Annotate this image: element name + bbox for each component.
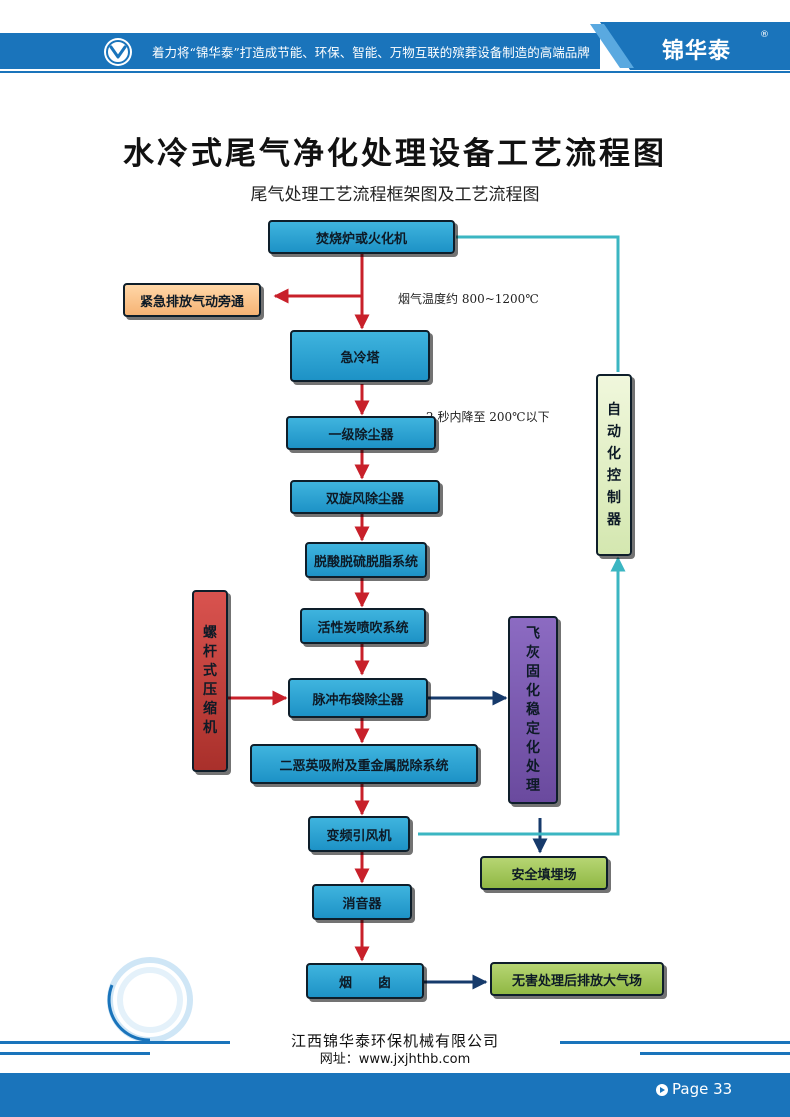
box-landfill: 安全填埋场 (480, 856, 608, 890)
controller-char: 化 (607, 446, 621, 462)
screw-press-char: 杆 (203, 644, 217, 660)
controller-char: 器 (607, 512, 621, 528)
brand-name: 锦华泰 (662, 39, 732, 64)
header-slogan: 着力将“锦华泰”打造成节能、环保、智能、万物互联的殡葬设备制造的高端品牌 (152, 45, 590, 60)
box-desulfurization: 脱酸脱硫脱脂系统 (305, 542, 427, 578)
box-quench-tower: 急冷塔 (290, 330, 430, 382)
fly-ash-char: 处 (526, 758, 540, 775)
fly-ash-char: 稳 (526, 701, 540, 718)
controller-char: 动 (607, 424, 621, 440)
registered-mark: ® (760, 30, 769, 40)
screw-press-char: 机 (203, 720, 217, 736)
box-chimney: 烟 囱 (306, 963, 424, 999)
box-screw-press: 螺 杆 式 压 缩 机 (192, 590, 228, 772)
box-induced-fan: 变频引风机 (308, 816, 410, 852)
header-bar (0, 33, 600, 69)
control-line-fan (418, 556, 626, 836)
box-bypass: 紧急排放气动旁通 (123, 283, 261, 317)
control-line-incinerator (456, 235, 620, 372)
fly-ash-char: 化 (526, 739, 540, 756)
header-tail-shape (590, 22, 790, 70)
fly-ash-char: 飞 (526, 625, 540, 642)
note-temperature: 烟气温度约 800~1200℃ (398, 292, 539, 306)
footer-decoration (0, 957, 790, 1055)
note-cooling: 2 秒内降至 200℃以下 (426, 410, 550, 424)
fly-ash-char: 化 (526, 682, 540, 699)
box-primary-dust: 一级除尘器 (286, 416, 436, 450)
fly-ash-char: 定 (526, 720, 540, 737)
fly-ash-char: 理 (526, 777, 540, 794)
header-underline (0, 71, 790, 73)
box-fly-ash-treatment: 飞 灰 固 化 稳 定 化 处 理 (508, 616, 558, 804)
controller-char: 自 (607, 402, 621, 418)
box-silencer: 消音器 (312, 884, 412, 920)
footer-bar (0, 1073, 790, 1117)
box-incinerator: 焚烧炉或火化机 (268, 220, 455, 254)
box-auto-controller: 自 动 化 控 制 器 (596, 374, 632, 556)
company-website: 网址：www.jxjhthb.com (319, 1052, 471, 1067)
box-carbon-spray: 活性炭喷吹系统 (300, 608, 426, 644)
page-subtitle: 尾气处理工艺流程框架图及工艺流程图 (250, 185, 540, 205)
box-dioxin-removal: 二恶英吸附及重金属脱除系统 (250, 744, 478, 784)
controller-char: 控 (607, 468, 621, 484)
controller-char: 制 (607, 490, 621, 506)
box-discharge: 无害处理后排放大气场 (490, 962, 664, 996)
fly-ash-char: 灰 (526, 644, 540, 661)
box-pulse-bag-filter: 脉冲布袋除尘器 (288, 678, 428, 718)
page-title: 水冷式尾气净化处理设备工艺流程图 (123, 136, 667, 172)
company-name: 江西锦华泰环保机械有限公司 (290, 1032, 499, 1050)
fly-ash-char: 固 (526, 663, 540, 680)
screw-press-char: 式 (203, 663, 217, 679)
screw-press-char: 缩 (203, 701, 217, 717)
screw-press-char: 螺 (203, 625, 217, 641)
page-number: Page 33 (672, 1080, 733, 1098)
screw-press-char: 压 (203, 682, 217, 698)
page-arrow-icon (656, 1084, 668, 1096)
box-cyclone-dust: 双旋风除尘器 (290, 480, 440, 514)
brand-logo-icon (104, 38, 132, 66)
